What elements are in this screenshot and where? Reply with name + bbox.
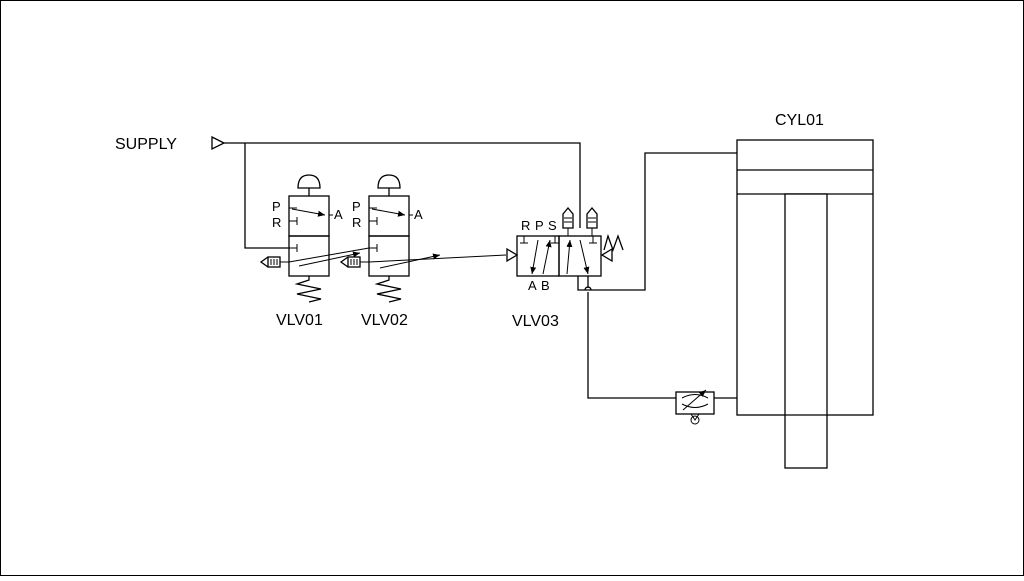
pilot-left-icon [506, 247, 519, 263]
vlv03-label: VLV03 [512, 313, 559, 330]
supply-branch-line [244, 143, 289, 249]
flow-control-valve [675, 389, 715, 425]
valve-vlv03: R P S A B [506, 206, 624, 293]
supply-label: SUPPLY [115, 136, 177, 153]
vlv03-port-s-label: S [548, 218, 557, 233]
vlv01-port-a-label: A [334, 207, 343, 222]
line-to-flow-control [587, 276, 676, 399]
pilot-right-icon [600, 247, 613, 263]
signal-line-vlv01 [288, 247, 370, 263]
vlv03-port-a-label: A [528, 278, 537, 293]
spring-icon [294, 276, 322, 303]
cylinder-label: CYL01 [775, 112, 824, 129]
vlv02-port-p-label: P [352, 199, 361, 214]
vlv01-port-p-label: P [272, 199, 281, 214]
vlv03-port-r-label: R [521, 218, 530, 233]
valve-vlv02: P R A [339, 174, 423, 303]
vlv01-label: VLV01 [276, 312, 323, 329]
line-to-cylinder-cap [577, 152, 737, 291]
spring-icon [603, 233, 624, 252]
pushbutton-icon [377, 174, 401, 189]
vlv02-port-a-label: A [414, 207, 423, 222]
cylinder-cyl01 [736, 139, 874, 469]
vlv03-port-b-label: B [541, 278, 550, 293]
valve-vlv01: P R A [259, 174, 343, 303]
supply-line [224, 142, 581, 228]
spring-icon [374, 276, 402, 303]
vlv02-port-r-label: R [352, 215, 361, 230]
piston-rod [784, 193, 828, 469]
supply-port-icon [211, 135, 226, 151]
pushbutton-icon [297, 174, 321, 189]
vlv02-label: VLV02 [361, 312, 408, 329]
vlv03-port-p-label: P [535, 218, 544, 233]
vlv01-port-r-label: R [272, 215, 281, 230]
check-valve-icon [690, 415, 700, 425]
